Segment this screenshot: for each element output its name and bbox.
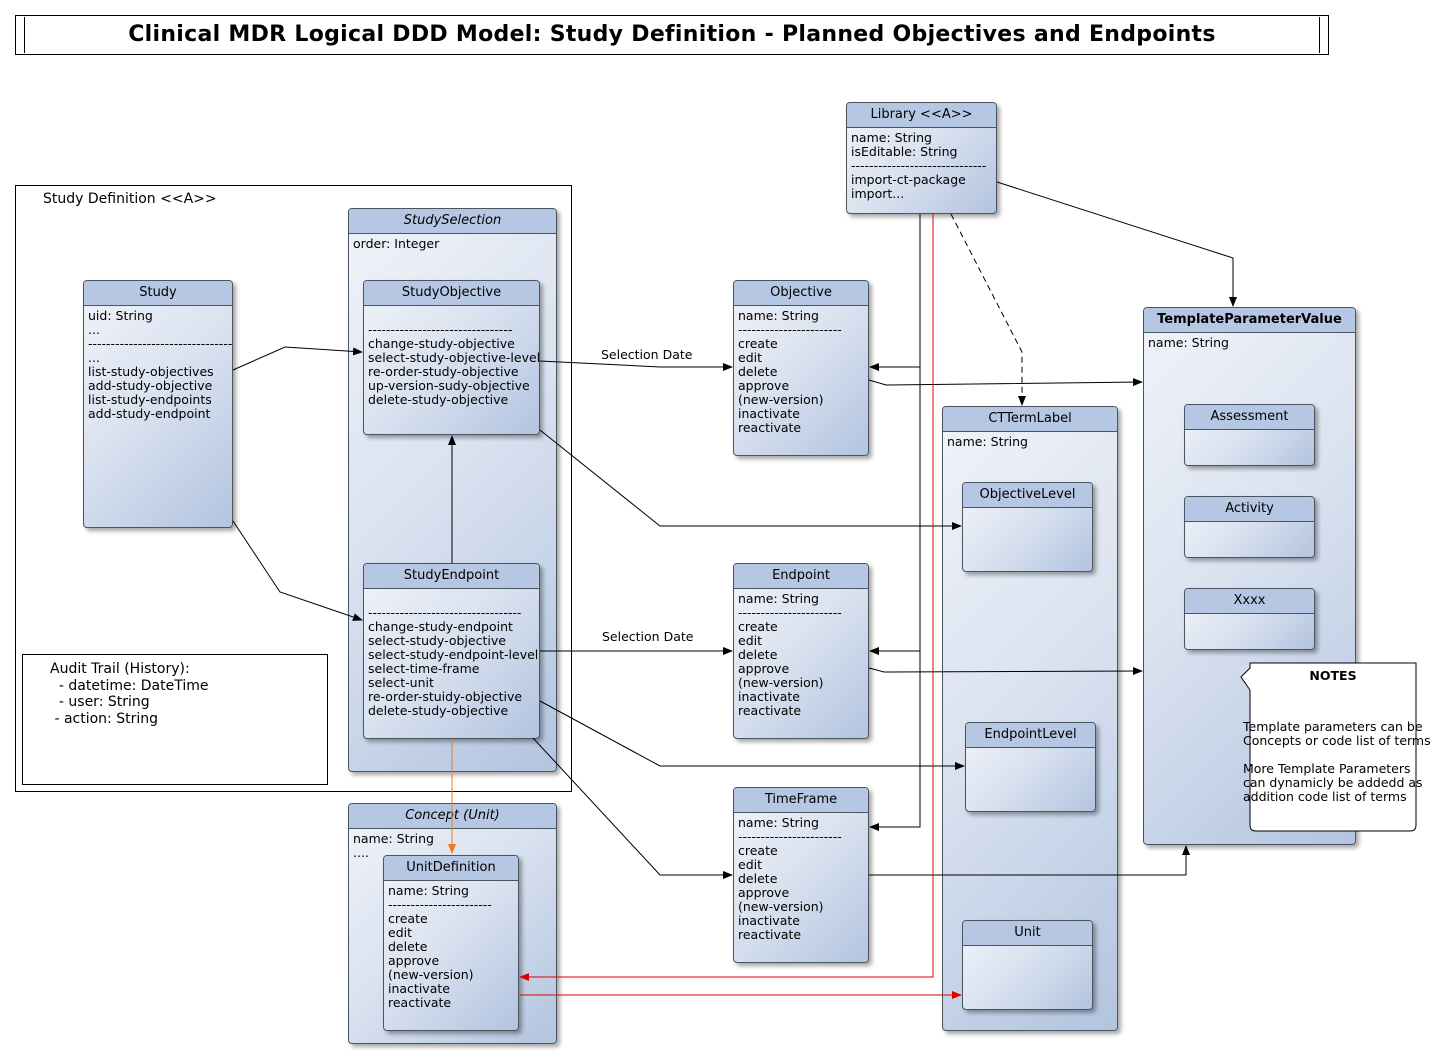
class-body: -------------------------------- change-… [368,322,540,407]
notes-text: Template parameters can be Concepts or c… [1243,719,1431,804]
edge-label-endpoint-selection: Selection Date [602,629,694,644]
edge-library-to-timeframe [869,651,921,831]
class-body: name: String ----------------------- cre… [738,815,842,942]
audit-trail-text: Audit Trail (History): - datetime: DateT… [50,661,209,727]
class-body: name: String .... [353,831,434,860]
class-header: Study [84,281,232,306]
class-header: Endpoint [734,564,868,589]
edge-studyendpoint-to-timeframe [532,737,733,879]
class-header: TimeFrame [734,788,868,813]
class-header: Xxxx [1185,589,1314,614]
study-definition-label: Study Definition <<A>> [43,191,217,207]
class-timeframe[interactable]: TimeFrame name: String -----------------… [733,787,869,963]
class-activity[interactable]: Activity [1184,496,1315,558]
class-body: ---------------------------------- chang… [368,605,539,718]
class-body: name: String ----------------------- cre… [738,591,842,718]
edge-library-to-ctterm [950,213,1026,406]
class-study-endpoint[interactable]: StudyEndpoint --------------------------… [363,563,540,739]
class-body: uid: String ... ------------------------… [88,308,233,421]
edge-library-to-unitdefinition [519,214,934,981]
class-header: Library <<A>> [847,103,996,128]
class-body: order: Integer [353,236,440,251]
class-header: Assessment [1185,405,1314,430]
class-header: Unit [963,921,1092,946]
class-header: StudyEndpoint [364,564,539,589]
edge-library-to-tpv [996,181,1237,307]
audit-trail-box: Audit Trail (History): - datetime: DateT… [22,654,328,785]
edge-objective-to-tpv [868,378,1143,387]
class-header: StudySelection [349,209,556,234]
class-body: name: String isEditable: String --------… [851,130,987,201]
class-xxxx[interactable]: Xxxx [1184,588,1315,650]
class-header: CTTermLabel [943,407,1117,432]
diagram-title: Clinical MDR Logical DDD Model: Study De… [128,22,1216,47]
edge-studyendpoint-to-endpointlevel [539,700,965,770]
class-body: name: String [947,434,1028,449]
class-endpoint[interactable]: Endpoint name: String ------------------… [733,563,869,739]
class-unit-definition[interactable]: UnitDefinition name: String ------------… [383,855,519,1031]
class-body: name: String ----------------------- cre… [738,308,842,435]
class-assessment[interactable]: Assessment [1184,404,1315,466]
class-unit[interactable]: Unit [962,920,1093,1010]
class-library[interactable]: Library <<A>> name: String isEditable: S… [846,102,997,214]
edge-library-to-endpoint [869,367,921,655]
class-header: TemplateParameterValue [1144,308,1355,333]
class-header: ObjectiveLevel [963,483,1092,508]
class-objective[interactable]: Objective name: String -----------------… [733,280,869,456]
class-body: name: String ----------------------- cre… [388,883,492,1010]
edge-study-to-studyobjective [232,346,363,371]
edge-studyobjective-to-objective [539,360,733,371]
class-study[interactable]: Study uid: String ... ------------------… [83,280,233,528]
diagram-title-box: Clinical MDR Logical DDD Model: Study De… [15,15,1329,55]
edge-library-to-objective [869,214,921,371]
class-header: EndpointLevel [966,723,1095,748]
class-study-objective[interactable]: StudyObjective -------------------------… [363,280,540,435]
notes-box [1240,662,1417,832]
notes-title: NOTES [1309,668,1357,683]
edge-endpoint-to-tpv [868,667,1143,676]
edge-timeframe-to-tpv [869,845,1190,876]
class-body: name: String [1148,335,1229,350]
edge-studyobjective-to-objectivelevel [539,429,962,530]
class-objective-level[interactable]: ObjectiveLevel [962,482,1093,572]
edge-study-to-studyendpoint [232,520,363,621]
class-header: Objective [734,281,868,306]
class-header: StudyObjective [364,281,539,306]
edge-label-objective-selection: Selection Date [601,347,693,362]
class-header: UnitDefinition [384,856,518,881]
class-header: Activity [1185,497,1314,522]
class-endpoint-level[interactable]: EndpointLevel [965,722,1096,812]
